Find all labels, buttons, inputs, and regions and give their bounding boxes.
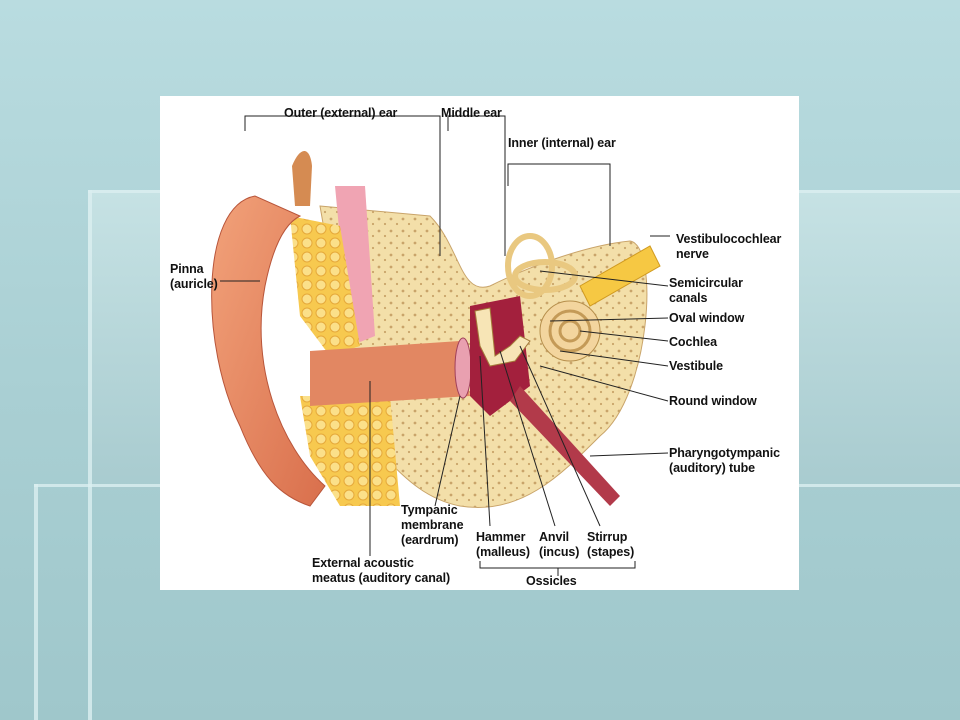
label-vestibulocochlear-nerve: Vestibulocochlear nerve [676, 232, 782, 261]
nerve-shape [579, 245, 661, 307]
semicircular-canal-loop [512, 259, 578, 293]
label-pinna: Pinna (auricle) [170, 262, 218, 291]
semicircular-canals-shape [505, 233, 555, 299]
ear-anatomy-figure: Outer (external) ear Middle ear Inner (i… [160, 96, 799, 590]
background-stripe-vertical [88, 190, 92, 720]
label-ossicles: Ossicles [526, 574, 577, 588]
ear-illustration [211, 115, 670, 576]
label-tympanic-membrane: Tympanic membrane (eardrum) [401, 503, 464, 547]
label-cochlea: Cochlea [669, 335, 717, 349]
label-hammer: Hammer (malleus) [476, 530, 530, 559]
hair [292, 151, 312, 206]
label-round-window: Round window [669, 394, 757, 408]
label-semicircular-canals: Semicircular canals [669, 276, 743, 305]
label-external-acoustic-meatus: External acoustic meatus (auditory canal… [312, 556, 451, 585]
label-anvil: Anvil (incus) [539, 530, 580, 559]
tympanic-membrane-shape [454, 337, 472, 399]
fatty-tissue-upper [290, 216, 360, 356]
background-stripe-lower-vertical [34, 484, 38, 720]
auditory-tube-shape [510, 386, 620, 506]
label-vestibule: Vestibule [669, 359, 723, 373]
label-oval-window: Oval window [669, 311, 745, 325]
label-outer-ear: Outer (external) ear [284, 106, 398, 120]
label-middle-ear: Middle ear [441, 106, 502, 120]
skin-layer [335, 186, 375, 346]
fatty-tissue-lower [300, 396, 400, 506]
label-pharyngotympanic-tube: Pharyngotympanic (auditory) tube [669, 446, 780, 475]
label-inner-ear: Inner (internal) ear [508, 136, 616, 150]
label-stirrup: Stirrup (stapes) [587, 530, 635, 559]
leader-lines [220, 115, 670, 576]
cochlea-spiral-1 [548, 309, 592, 353]
ossicles-shape [474, 307, 531, 367]
ear-canal [310, 341, 470, 406]
pinna-shape [211, 195, 326, 507]
